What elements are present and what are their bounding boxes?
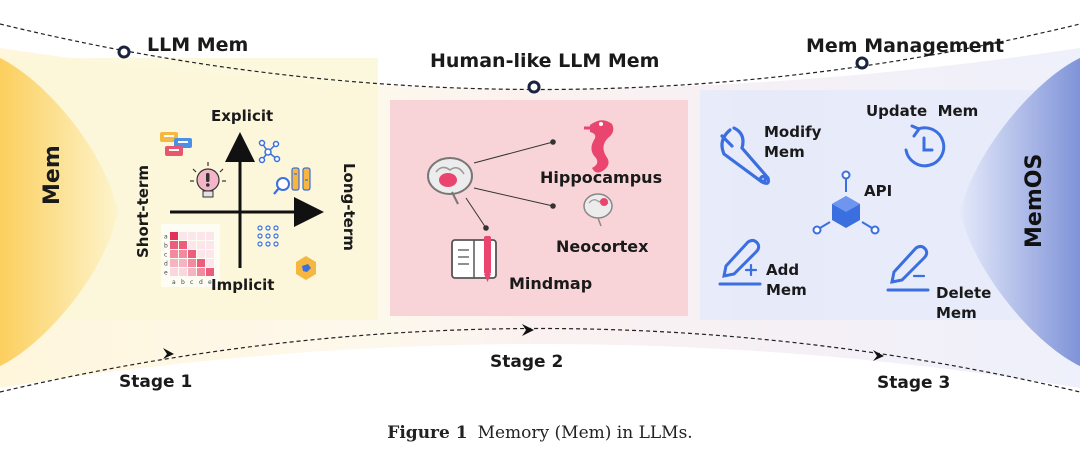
wrench-icon xyxy=(720,126,770,185)
side-label-mem: Mem xyxy=(40,145,65,205)
heatmap-cell xyxy=(188,259,196,267)
node-human-like xyxy=(527,80,541,94)
heatmap-cell xyxy=(179,232,187,240)
label-add-line2: Mem xyxy=(766,281,807,299)
heatmap-cell xyxy=(188,241,196,249)
caption-text: Memory (Mem) in LLMs. xyxy=(477,423,693,443)
stage1-quadrant xyxy=(170,132,324,268)
arrow-stage1 xyxy=(163,348,174,359)
label-api: API xyxy=(864,182,893,200)
heatmap-cell xyxy=(197,259,205,267)
figure-caption: Figure 1 Memory (Mem) in LLMs. xyxy=(0,423,1080,443)
arrow-stage3 xyxy=(873,350,884,361)
heatmap-row-label: a xyxy=(164,234,168,241)
label-stage-1: Stage 1 xyxy=(119,372,193,392)
chat-bubbles-icon xyxy=(160,132,192,156)
heatmap-cell xyxy=(197,268,205,276)
label-stage-2: Stage 2 xyxy=(490,352,564,372)
left-glow-front xyxy=(0,58,118,366)
right-glow-front xyxy=(960,58,1080,366)
label-human-like-llm-mem: Human-like LLM Mem xyxy=(430,50,660,72)
heatmap-col-label: a xyxy=(172,279,176,286)
top-dashed-curve xyxy=(0,23,1080,91)
heatmap-cell xyxy=(206,259,214,267)
hexagon-puzzle-icon xyxy=(296,256,316,280)
heatmap-cell xyxy=(170,250,178,258)
connector-hippocampus xyxy=(473,141,554,164)
label-update-mem: Update Mem xyxy=(866,102,979,120)
heatmap-cell xyxy=(197,241,205,249)
add-pencil-icon xyxy=(718,238,762,286)
brain-icon xyxy=(427,157,473,205)
search-data-icon xyxy=(273,167,311,195)
heatmap-cell xyxy=(179,268,187,276)
heatmap-cell xyxy=(170,232,178,240)
network-icon xyxy=(258,139,281,164)
update-clock-icon xyxy=(904,124,946,168)
heatmap-row-label: d xyxy=(164,261,168,268)
heatmap-cell xyxy=(197,232,205,240)
heatmap-cell xyxy=(206,241,214,249)
label-llm-mem: LLM Mem xyxy=(147,34,249,56)
label-delete-line1: Delete xyxy=(936,284,992,302)
heatmap-col-label: c xyxy=(190,279,193,286)
heatmap-row-label: b xyxy=(164,243,168,250)
axis-label-long-term: Long-term xyxy=(340,163,358,251)
caption-label: Figure 1 xyxy=(387,423,468,443)
heatmap-row-label: e xyxy=(164,270,168,277)
delete-pencil-icon xyxy=(886,244,930,292)
label-neocortex: Neocortex xyxy=(556,237,649,256)
label-modify-line1: Modify xyxy=(764,123,822,141)
heatmap-cell xyxy=(179,250,187,258)
notebook-icon xyxy=(451,236,497,282)
connector-neocortex xyxy=(473,187,554,207)
bottom-dashed-curve xyxy=(0,327,1080,393)
label-delete-line2: Mem xyxy=(936,304,977,322)
label-hippocampus: Hippocampus xyxy=(540,168,663,187)
heatmap-cell xyxy=(206,268,214,276)
label-modify-mem: Modify Mem xyxy=(764,122,821,162)
heatmap-cell xyxy=(188,232,196,240)
heatmap-col-label: d xyxy=(199,279,203,286)
label-mem-management: Mem Management xyxy=(806,35,1005,57)
label-mindmap: Mindmap xyxy=(509,274,593,293)
heatmap-row-label: c xyxy=(164,252,167,259)
heatmap-col-label: b xyxy=(181,279,185,286)
axis-label-short-term: Short-term xyxy=(134,165,152,258)
node-mem-management xyxy=(855,56,869,70)
heatmap-cell xyxy=(206,250,214,258)
heatmap-cell xyxy=(170,241,178,249)
api-cube-icon xyxy=(812,170,880,235)
label-delete-mem: Delete Mem xyxy=(936,283,991,323)
neocortex-brain-icon xyxy=(583,193,613,227)
stage2-panel xyxy=(390,100,688,316)
heatmap-cell xyxy=(170,268,178,276)
neural-network-icon xyxy=(257,225,279,247)
heatmap-col-label: e xyxy=(208,279,212,286)
side-label-memos: MemOS xyxy=(1022,153,1047,248)
heatmap-cell xyxy=(170,259,178,267)
label-modify-line2: Mem xyxy=(764,143,805,161)
arrow-stage2 xyxy=(522,324,534,336)
heatmap-cell xyxy=(179,241,187,249)
label-stage-3: Stage 3 xyxy=(877,373,951,393)
heatmap-cell xyxy=(179,259,187,267)
axis-label-explicit: Explicit xyxy=(211,107,274,125)
seahorse-icon xyxy=(584,120,614,173)
node-llm-mem xyxy=(117,45,131,59)
connector-mindmap xyxy=(465,197,487,229)
heatmap-cell xyxy=(206,232,214,240)
lightbulb-icon xyxy=(190,162,226,198)
heatmap-cell xyxy=(188,250,196,258)
heatmap-cell xyxy=(188,268,196,276)
axis-label-implicit: Implicit xyxy=(211,276,275,294)
label-add-line1: Add xyxy=(766,261,800,279)
label-add-mem: Add Mem xyxy=(766,260,807,300)
heatmap-cell xyxy=(197,250,205,258)
